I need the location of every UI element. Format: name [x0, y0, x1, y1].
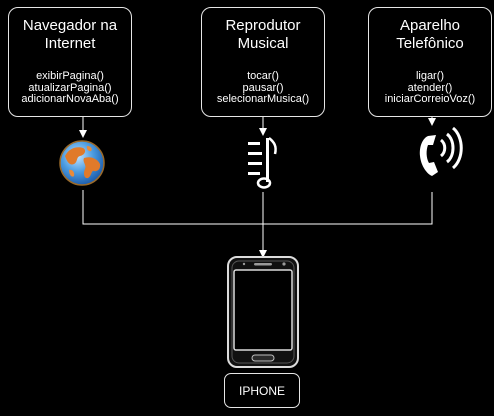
method-item: adicionarNovaAba() — [21, 93, 119, 105]
method-item: atender() — [407, 81, 453, 94]
method-item: ligar() — [415, 70, 445, 82]
card-browser-methods: exibirPagina() atualizarPagina() adicion… — [9, 70, 131, 106]
bus-line — [82, 190, 433, 225]
card-music-title: Reprodutor Musical — [225, 17, 301, 52]
smartphone-icon — [227, 256, 299, 368]
device-label-text: IPHONE — [238, 383, 285, 398]
globe-icon — [59, 140, 105, 186]
card-browser: Navegador na Internet exibirPagina() atu… — [8, 7, 132, 117]
music-note-icon — [248, 137, 277, 189]
method-item: selecionarMusica() — [216, 93, 310, 105]
method-item: atualizarPagina() — [28, 81, 112, 94]
card-phone-title: Aparelho Telefônico — [396, 17, 464, 52]
card-music-methods: tocar() pausar() selecionarMusica() — [202, 70, 324, 106]
method-item: exibirPagina() — [36, 70, 104, 82]
card-music-player: Reprodutor Musical tocar() pausar() sele… — [201, 7, 325, 117]
card-phone: Aparelho Telefônico ligar() atender() in… — [368, 7, 492, 117]
method-item: pausar() — [242, 81, 284, 94]
card-browser-title: Navegador na Internet — [22, 17, 118, 52]
phone-ringing-icon — [419, 126, 463, 176]
card-phone-methods: ligar() atender() iniciarCorreioVoz() — [369, 70, 491, 106]
method-item: iniciarCorreioVoz() — [384, 93, 476, 105]
device-label: IPHONE — [224, 373, 300, 408]
method-item: tocar() — [247, 70, 279, 82]
